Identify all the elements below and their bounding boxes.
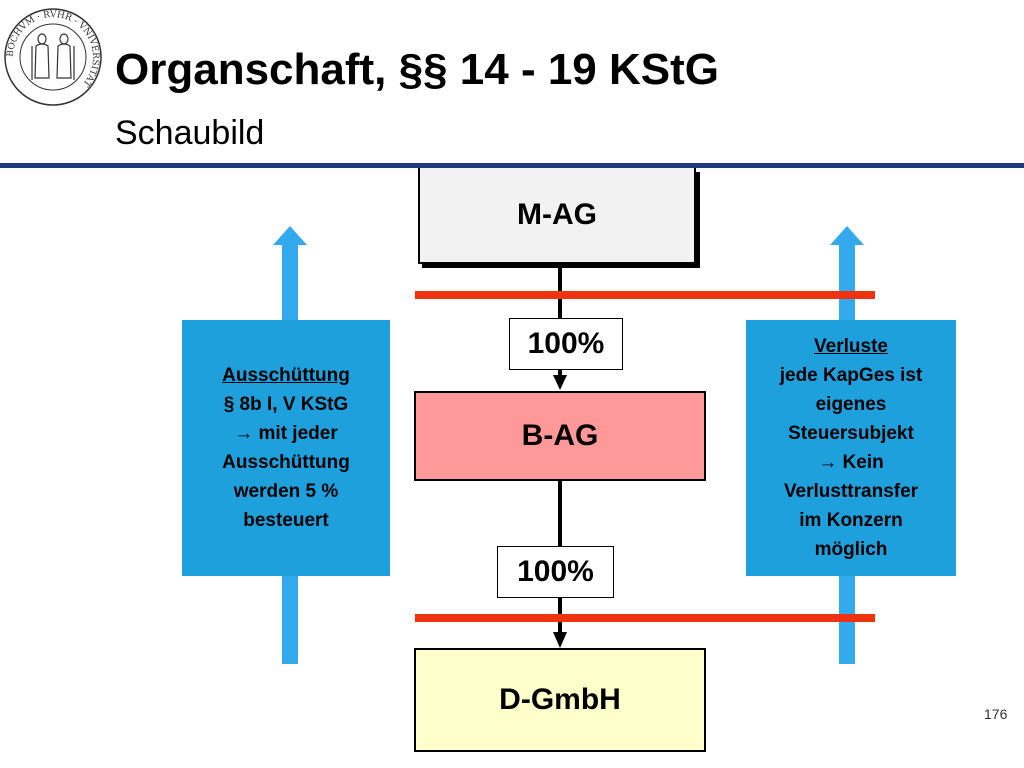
lower-red-barrier xyxy=(415,614,875,622)
losses-heading: Verluste xyxy=(814,336,888,357)
b-ag-label: B-AG xyxy=(521,419,599,452)
page-subtitle: Schaubild xyxy=(115,114,265,152)
losses-line: jede KapGes ist xyxy=(779,365,923,386)
losses-line: Verlusttransfer xyxy=(783,481,919,502)
losses-line: im Konzern xyxy=(799,510,903,531)
distribution-heading: Ausschüttung xyxy=(222,365,350,386)
d-gmbh-box: D-GmbH xyxy=(414,648,706,752)
d-gmbh-label: D-GmbH xyxy=(499,683,621,716)
page-number: 176 xyxy=(984,706,1008,722)
losses-info-box: Verluste jede KapGes ist eigenes Steuers… xyxy=(746,320,956,576)
m-ag-label: M-AG xyxy=(517,198,597,231)
upper-red-barrier xyxy=(415,291,875,299)
distribution-info-box: Ausschüttung § 8b I, V KStG → mit jeder … xyxy=(182,320,390,576)
university-seal-logo: BOCHVM · RVHR - VNIVERSITAT xyxy=(4,8,102,106)
distribution-line: § 8b I, V KStG xyxy=(223,394,349,415)
losses-line: eigenes xyxy=(815,394,887,415)
losses-line: möglich xyxy=(814,539,888,560)
m-ag-box: M-AG xyxy=(418,168,696,264)
losses-line: Steuersubjekt xyxy=(788,423,914,444)
b-ag-box: B-AG xyxy=(414,391,706,481)
lower-share-label: 100% xyxy=(497,546,614,598)
distribution-line: → mit jeder xyxy=(234,423,338,444)
distribution-line: Ausschüttung xyxy=(222,452,350,473)
page-title: Organschaft, §§ 14 - 19 KStG xyxy=(115,45,719,94)
distribution-line: besteuert xyxy=(243,510,329,531)
losses-line: → Kein xyxy=(818,452,884,473)
left-up-arrow xyxy=(273,226,307,664)
upper-share-label: 100% xyxy=(509,318,623,370)
distribution-line: werden 5 % xyxy=(233,481,339,502)
title-divider xyxy=(0,163,1024,168)
